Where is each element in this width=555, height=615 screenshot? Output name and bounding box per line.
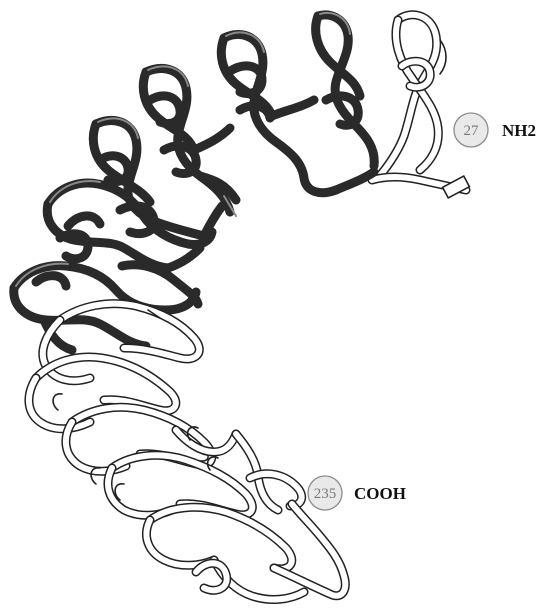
- dark-repeat-3: [143, 67, 236, 216]
- n-terminus-label: NH2: [502, 121, 536, 140]
- c-terminus-label: COOH: [354, 484, 406, 503]
- n-terminal-cap-ribbon: [372, 15, 469, 198]
- c-terminal-white-repeats: [29, 304, 345, 600]
- c-terminus-residue-number: 235: [314, 486, 337, 502]
- dark-repeat-1: [316, 13, 375, 166]
- c-terminus-marker: 235 COOH: [308, 476, 406, 510]
- n-terminus-residue-number: 27: [464, 123, 480, 139]
- n-terminus-marker: 27 NH2: [454, 113, 536, 147]
